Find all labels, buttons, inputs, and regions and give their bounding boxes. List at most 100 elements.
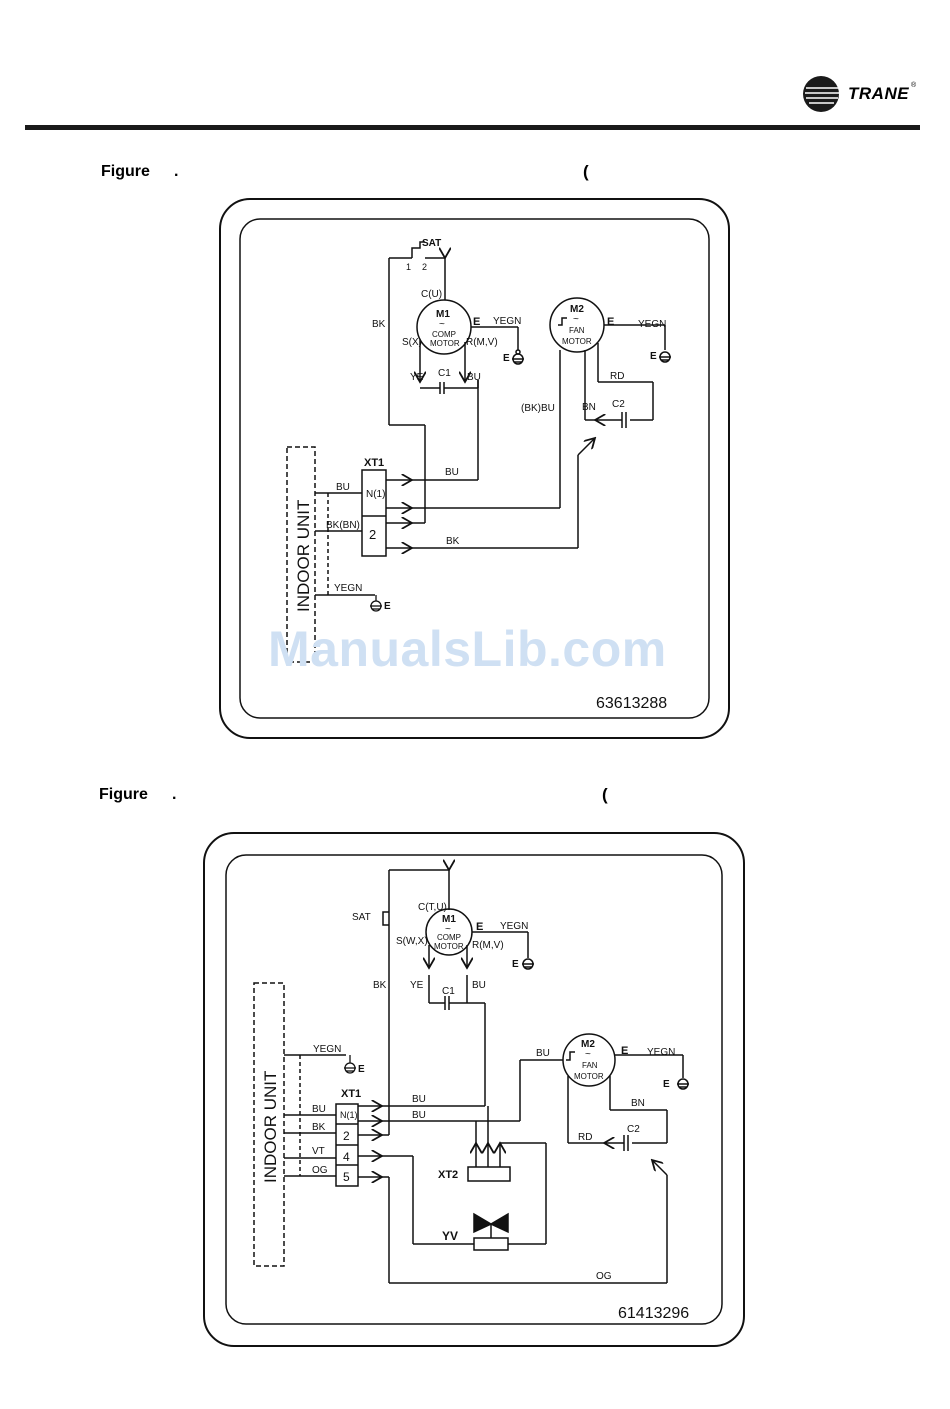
figure-a-sat: SAT xyxy=(422,238,441,249)
figure-a-m1-motor: MOTOR xyxy=(430,339,460,348)
figure-b-paren: ( xyxy=(602,785,608,804)
figure-a-c1: C1 xyxy=(438,368,451,379)
figure-a-bu-1: BU xyxy=(467,372,481,383)
figure-a-cu: C(U) xyxy=(421,289,442,300)
figure-a-bkbn: BK(BN) xyxy=(326,520,360,531)
figure-b-xt1: XT1 xyxy=(341,1088,361,1100)
figure-b-part-number: 61413296 xyxy=(618,1305,689,1322)
figure-b-vt: VT xyxy=(312,1146,325,1157)
figure-b-m1-e: E xyxy=(476,921,483,933)
figure-b-ground-e-2: E xyxy=(663,1079,670,1090)
figure-b-xt1-n1: N(1) xyxy=(340,1110,358,1120)
figure-b-rmv: R(M,V) xyxy=(472,940,504,951)
figure-a-comp: COMP xyxy=(432,330,456,339)
figure-b-xt2-block xyxy=(467,1166,511,1182)
figure-b-diagram xyxy=(203,832,745,1347)
figure-a-xt1-n1: N(1) xyxy=(366,489,385,500)
figure-a-diagram xyxy=(219,198,730,739)
figure-b-dot: . xyxy=(172,786,177,803)
figure-a-sat-1: 1 xyxy=(406,262,411,272)
figure-a-xt1: XT1 xyxy=(364,457,384,469)
figure-b-sat: SAT xyxy=(352,912,371,923)
figure-b-ground-icon-3 xyxy=(344,1055,356,1074)
figure-a-fan: FAN xyxy=(569,326,585,335)
figure-b-ye: YE xyxy=(410,980,424,991)
figure-a-m2-e: E xyxy=(607,316,614,328)
figure-b-labels: C(T,U) M1 ~ COMP MOTOR E YEGN E SAT S(W,… xyxy=(261,902,689,1322)
figure-b-fan: FAN xyxy=(582,1061,598,1070)
figure-a-ground-e-1: E xyxy=(503,353,510,364)
figure-b-m2-yegn: YEGN xyxy=(647,1047,675,1058)
figure-a-ye: YE xyxy=(410,372,424,383)
figure-b-m1-yegn: YEGN xyxy=(500,921,528,932)
figure-b-indoor-unit: INDOOR UNIT xyxy=(261,1071,280,1183)
watermark: ManualsLib.com xyxy=(268,621,667,677)
figure-a-rd: RD xyxy=(610,371,624,382)
registered-mark: ® xyxy=(911,82,917,89)
figure-a-bk-1: BK xyxy=(372,319,386,330)
brand-name: TRANE xyxy=(848,84,910,103)
figure-a-dot: . xyxy=(174,163,179,180)
figure-b-og-bottom: OG xyxy=(596,1271,612,1282)
figure-b-label: Figure xyxy=(99,786,148,803)
figure-b-xt1-2: 2 xyxy=(343,1129,350,1143)
figure-a-ground-icon-1 xyxy=(512,353,524,365)
figure-a-bu-2: BU xyxy=(445,467,459,478)
figure-b-indoor-unit-box xyxy=(253,982,285,1267)
figure-b-bu-1: BU xyxy=(472,980,486,991)
figure-b-ground-e-3: E xyxy=(358,1064,365,1075)
figure-a-indoor-unit: INDOOR UNIT xyxy=(294,500,313,612)
figure-a-m2-yegn: YEGN xyxy=(638,319,666,330)
figure-b-m2-motor: MOTOR xyxy=(574,1072,604,1081)
figure-a-sx: S(X) xyxy=(402,337,422,348)
figure-a-m1-yegn: YEGN xyxy=(493,316,521,327)
figure-a-labels: SAT 1 2 C(U) M1 ~ COMP MOTOR E YEGN E S(… xyxy=(294,238,667,712)
figure-b-m1-motor: MOTOR xyxy=(434,942,464,951)
figure-a-m1-e: E xyxy=(473,316,480,328)
figure-a-part-number: 63613288 xyxy=(596,695,667,712)
figure-b-yv: YV xyxy=(442,1229,458,1243)
figure-b-swx: S(W,X) xyxy=(396,936,428,947)
figure-b-xt1-4: 4 xyxy=(343,1150,350,1164)
figure-a-sat-2: 2 xyxy=(422,262,427,272)
figure-b-xt2: XT2 xyxy=(438,1169,458,1181)
figure-a-m2-tilde: ~ xyxy=(573,314,579,325)
figure-b-bu-2: BU xyxy=(412,1094,426,1105)
figure-a-indoor-unit-box xyxy=(286,446,316,663)
figure-b-m2-circle xyxy=(562,1033,616,1087)
figure-b-c2: C2 xyxy=(627,1124,640,1135)
figure-a-ground-e-3: E xyxy=(384,601,391,612)
figure-b-ground-e-1: E xyxy=(512,959,519,970)
figure-a-rmv: R(M,V) xyxy=(466,337,498,348)
figure-a-paren: ( xyxy=(583,162,589,181)
figure-a-xt1-2: 2 xyxy=(369,527,376,542)
figure-b-m2: M2 xyxy=(581,1039,595,1050)
figure-b-yegn-3: YEGN xyxy=(313,1044,341,1055)
figure-b-yv-coil xyxy=(473,1237,509,1251)
figure-b-m2-tilde: ~ xyxy=(585,1049,591,1060)
figure-a-bn: BN xyxy=(582,402,596,413)
figure-a-m2-motor: MOTOR xyxy=(562,337,592,346)
figure-a-m2: M2 xyxy=(570,304,584,315)
header-rule xyxy=(25,125,920,130)
figure-b-ground-icon-2 xyxy=(677,1078,689,1090)
figure-b-rd: RD xyxy=(578,1132,592,1143)
figure-a-m1-tilde: ~ xyxy=(439,319,445,330)
figure-b-comp: COMP xyxy=(437,933,461,942)
figure-a-bkbu: (BK)BU xyxy=(521,403,555,414)
figure-a-m1: M1 xyxy=(436,309,450,320)
figure-a-ground-icon-2 xyxy=(659,351,671,363)
figure-b-c1: C1 xyxy=(442,986,455,997)
figure-b-og-left: OG xyxy=(312,1165,328,1176)
figure-b-bu-left: BU xyxy=(312,1104,326,1115)
figure-b-m2-e: E xyxy=(621,1045,628,1057)
figure-a-bk-2: BK xyxy=(446,536,460,547)
figure-b-ctu: C(T,U) xyxy=(418,902,447,913)
figure-a-ground-e-2: E xyxy=(650,351,657,362)
trane-logo-icon xyxy=(803,76,840,112)
figure-b-bu-m2: BU xyxy=(536,1048,550,1059)
figure-b-m1-tilde: ~ xyxy=(445,924,451,935)
figure-a-bu-3: BU xyxy=(336,482,350,493)
figure-b-m1: M1 xyxy=(442,914,456,925)
